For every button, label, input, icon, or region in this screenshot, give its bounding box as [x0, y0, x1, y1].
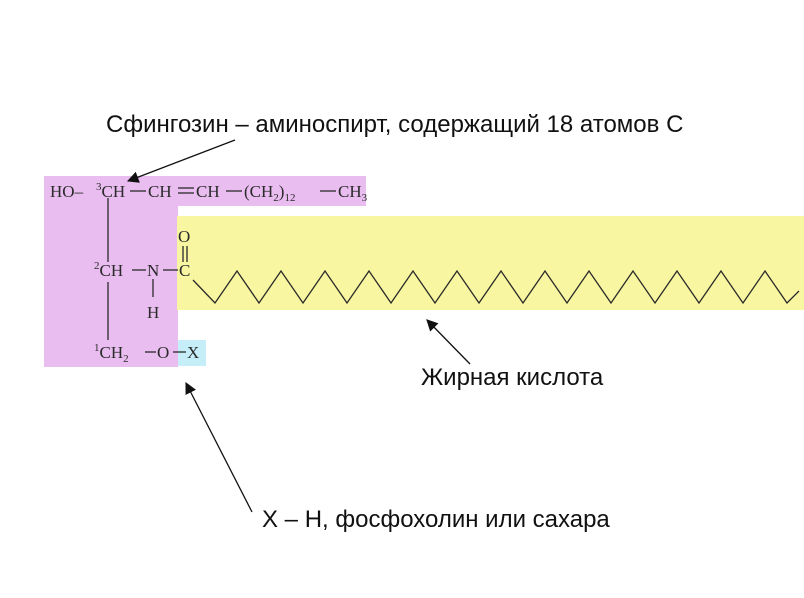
x-group-caption: X – H, фосфохолин или сахара [262, 506, 610, 533]
sphingosine-backbone-highlight [44, 176, 178, 367]
svg-text:CH3: CH3 [338, 182, 368, 204]
bond-dash: – [74, 182, 84, 201]
x-group-highlight [178, 340, 206, 366]
ether-oxygen: O [157, 343, 169, 362]
fatty-acid-caption: Жирная кислота [421, 364, 604, 391]
sphingosine-arrow [126, 139, 236, 183]
bond-lines [107, 187, 800, 353]
fatty-acid-zigzag [192, 269, 800, 305]
svg-text:(CH2)12: (CH2)12 [244, 182, 295, 204]
terminal-subscript: 3 [362, 192, 368, 204]
carbonyl-oxygen: O [178, 227, 190, 246]
x-group-arrow [185, 381, 253, 513]
chain-ch-a: CH [148, 182, 172, 201]
svg-text:3CH: 3CH [96, 181, 125, 201]
c1-label: CH [100, 343, 124, 362]
c3-locant: 3 [96, 181, 102, 193]
x-substituent: X [187, 343, 199, 362]
amide-nitrogen: N [147, 261, 159, 280]
svg-text:HO–: HO– [50, 182, 84, 201]
chain-ch-b: CH [196, 182, 220, 201]
terminal-methyl: CH [338, 182, 362, 201]
svg-text:2CH: 2CH [94, 260, 123, 280]
c2-locant: 2 [94, 260, 100, 272]
formula: HO– 3CH CH CH (CH2)12 CH3 O 2CH N C H 1C… [50, 181, 368, 365]
methylene-subscript: 2 [273, 192, 279, 204]
carbonyl-carbon: C [179, 261, 190, 280]
c1-locant: 1 [94, 342, 100, 354]
fatty-acid-arrow [426, 319, 471, 365]
amide-hydrogen: H [147, 303, 159, 322]
sphingosine-caption: Сфингозин – аминоспирт, содержащий 18 ат… [106, 111, 683, 138]
fatty-acid-highlight [177, 216, 804, 310]
c3-label: CH [102, 182, 126, 201]
repeat-count: 12 [284, 192, 295, 204]
c1-subscript: 2 [123, 353, 129, 365]
hydroxyl-label: HO [50, 182, 75, 201]
c2-label: CH [100, 261, 124, 280]
svg-text:1CH2: 1CH2 [94, 342, 129, 365]
methylene-close: ) [279, 182, 285, 201]
methylene-group: (CH [244, 182, 273, 201]
